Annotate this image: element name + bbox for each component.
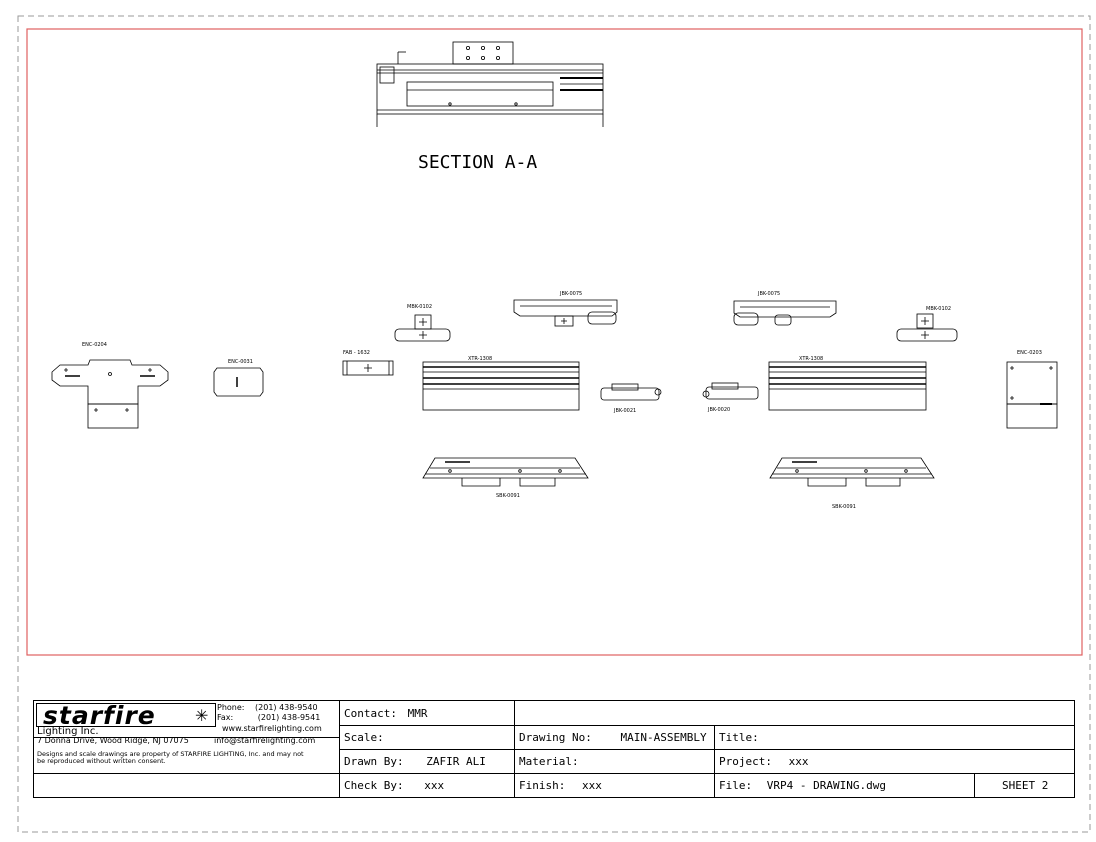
company-address: 7 Donna Drive, Wood Ridge, NJ 07075 (37, 736, 189, 745)
label-enc-0204: ENC-0204 (82, 342, 107, 348)
part-jbk-0021 (600, 383, 662, 401)
sheet-border (17, 15, 1091, 833)
company-name: Lighting Inc. (37, 726, 99, 737)
scale-label: Scale: (344, 731, 384, 744)
label-fab-1632: FAB - 1632 (343, 350, 370, 356)
label-sbk-0091-right: SBK-0091 (832, 504, 856, 510)
company-website: www.starfirelighting.com (222, 724, 322, 733)
phone-value: (201) 438-9540 (255, 703, 318, 712)
contact-value: MMR (407, 707, 428, 720)
part-xtr-1308-left (422, 361, 580, 411)
part-enc-0204 (51, 359, 169, 429)
disclaimer-line-2: be reproduced without written consent. (37, 757, 166, 766)
label-xtr-1308-left: XTR-1308 (468, 356, 492, 362)
title-block: starfire ✳ Phone: (201) 438-9540 Fax: (2… (33, 700, 1075, 798)
label-xtr-1308-right: XTR-1308 (799, 356, 823, 362)
check-by-value: xxx (424, 779, 445, 792)
part-jbk-0075-right (733, 300, 837, 326)
label-enc-0031: ENC-0031 (228, 359, 253, 365)
phone-label: Phone: (217, 703, 245, 712)
fax-value: (201) 438-9541 (257, 713, 321, 722)
star-icon: ✳ (195, 706, 209, 725)
part-sbk-0091-right (769, 457, 935, 487)
company-logo: starfire ✳ (36, 703, 216, 727)
section-a-a-view (376, 41, 604, 127)
drawn-by-value: ZAFIR ALI (426, 755, 486, 768)
part-fab-1632 (342, 360, 394, 376)
part-mbk-0102-right (896, 313, 958, 342)
drawing-no-value: MAIN-ASSEMBLY (620, 731, 707, 744)
part-xtr-1308-right (768, 361, 927, 411)
label-enc-0203: ENC-0203 (1017, 350, 1042, 356)
contact-label: Contact: (344, 707, 397, 720)
label-sbk-0091-left: SBK-0091 (496, 493, 520, 499)
part-mbk-0102-left (394, 314, 451, 342)
fax-label: Fax: (217, 713, 234, 722)
logo-text: starfire (43, 703, 156, 727)
part-sbk-0091-left (422, 457, 589, 487)
check-by-label: Check By: (344, 779, 404, 792)
label-jbk-0075-right: JBK-0075 (757, 291, 780, 297)
file-value: VRP4 - DRAWING.dwg (766, 779, 886, 792)
label-mbk-0102-left: MBK-0102 (407, 304, 432, 310)
finish-value: xxx (581, 779, 602, 792)
disclaimer-line-1: Designs and scale drawings are property … (37, 750, 304, 758)
finish-label: Finish: (519, 779, 566, 792)
section-label: SECTION A-A (418, 152, 537, 173)
part-enc-0031 (213, 367, 264, 397)
label-jbk-0021: JBK-0021 (613, 408, 636, 414)
sheet-number: SHEET 2 (1002, 779, 1049, 792)
project-label: Project: (719, 755, 772, 768)
drawn-by-label: Drawn By: (344, 755, 404, 768)
part-enc-0203 (1006, 361, 1058, 429)
project-value: xxx (788, 755, 809, 768)
label-jbk-0020: JBK-0020 (707, 407, 730, 413)
file-label: File: (719, 779, 753, 792)
part-jbk-0075-left (513, 299, 618, 327)
label-jbk-0075-left: JBK-0075 (559, 291, 582, 297)
part-jbk-0020 (702, 382, 759, 400)
company-email: info@starfirelighting.com (214, 736, 316, 745)
material-label: Material: (519, 755, 579, 768)
title-label: Title: (719, 731, 759, 744)
drawing-no-label: Drawing No: (519, 731, 592, 744)
drawing-frame (26, 28, 1083, 656)
label-mbk-0102-right: MBK-0102 (926, 306, 951, 312)
